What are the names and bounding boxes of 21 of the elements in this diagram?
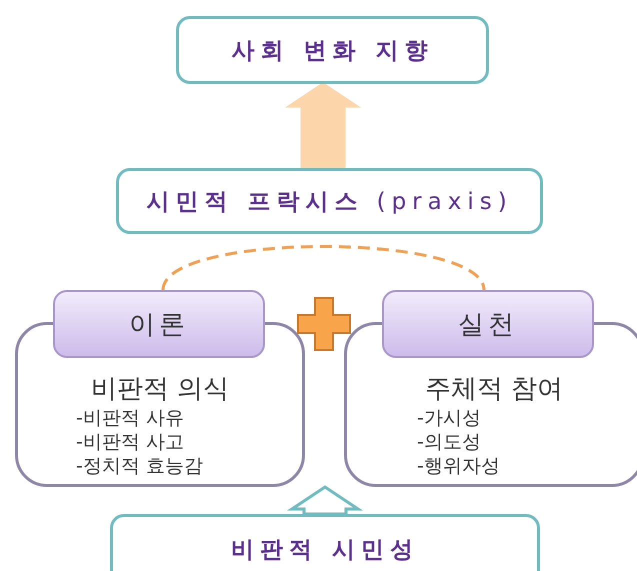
box-label: 시민적 프락시스 (praxis) (146, 188, 513, 216)
dashed-arc (162, 245, 486, 291)
block-arrow (285, 82, 361, 170)
tab-label: 실천 (458, 308, 518, 342)
category-tab (53, 290, 265, 358)
list-item: -행위자성 (417, 454, 500, 479)
box-label: 사회 변화 지향 (231, 36, 434, 66)
list-item: -가시성 (417, 406, 481, 431)
goal-box (176, 16, 489, 84)
list-item: -의도성 (417, 430, 481, 455)
tab-label: 이론 (129, 308, 189, 342)
list-item: -비판적 사유 (76, 406, 184, 431)
box-heading: 주체적 참여 (424, 373, 564, 406)
box-heading: 비판적 의식 (90, 373, 230, 406)
foundation-box (110, 514, 540, 571)
box-label: 비판적 시민성 (230, 536, 419, 564)
list-item: -비판적 사고 (76, 430, 184, 455)
block-arrow (287, 486, 363, 516)
list-item: -정치적 효능감 (76, 454, 203, 479)
praxis-box (116, 168, 543, 234)
category-tab (382, 290, 594, 358)
